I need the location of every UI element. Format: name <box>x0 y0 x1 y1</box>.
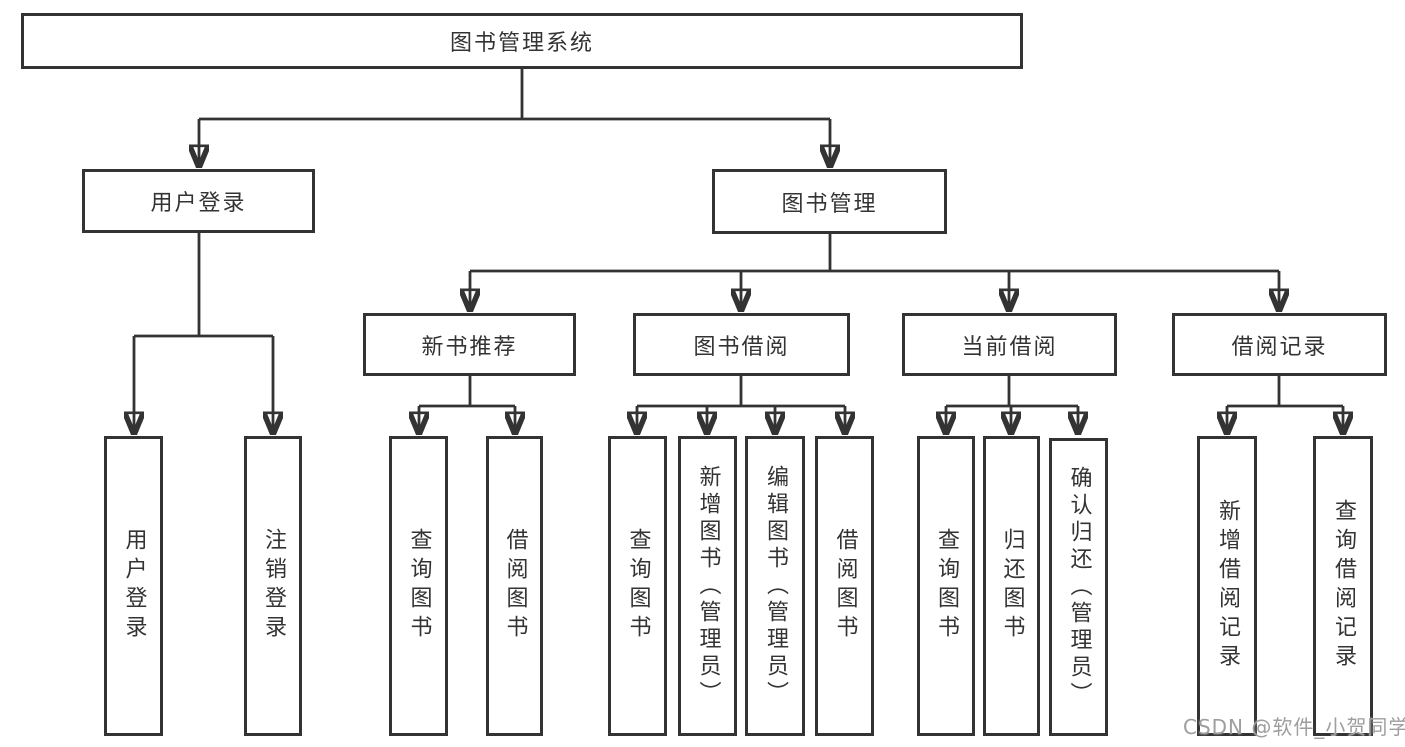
leaf-nbr-borrow-book: 借阅图书 <box>486 436 543 736</box>
node-book-management: 图书管理 <box>712 169 947 234</box>
leaf-label: 查询图书 <box>625 528 651 644</box>
leaf-label: 借阅图书 <box>832 528 858 644</box>
leaf-bb-borrow-book: 借阅图书 <box>815 436 874 736</box>
leaf-label: 借阅图书 <box>502 528 528 644</box>
csdn-watermark: CSDN @软件_小贺同学 <box>1183 715 1405 739</box>
leaf-cb-return-book: 归还图书 <box>983 436 1040 736</box>
leaf-label: 新增图书（管理员） <box>695 464 721 708</box>
leaf-bb-edit-book-admin: 编辑图书（管理员） <box>745 436 805 736</box>
leaf-label: 新增借阅记录 <box>1215 499 1240 673</box>
leaf-nbr-query-book: 查询图书 <box>389 436 448 736</box>
leaf-cb-confirm-return-admin: 确认归还（管理员） <box>1049 438 1108 736</box>
leaf-bb-add-book-admin: 新增图书（管理员） <box>678 436 737 736</box>
leaf-label: 编辑图书（管理员） <box>763 464 788 708</box>
leaf-bb-query-book: 查询图书 <box>608 436 667 736</box>
leaf-br-add-record: 新增借阅记录 <box>1197 436 1257 736</box>
leaf-label: 注销登录 <box>261 528 286 644</box>
leaf-label: 查询借阅记录 <box>1331 499 1356 673</box>
node-book-borrow: 图书借阅 <box>633 313 850 376</box>
leaf-user-login: 用户登录 <box>104 436 163 736</box>
leaf-label: 查询图书 <box>934 528 959 644</box>
leaf-label: 查询图书 <box>406 528 432 644</box>
node-user-login-group: 用户登录 <box>82 169 315 233</box>
node-root: 图书管理系统 <box>21 13 1023 69</box>
connector-skeleton <box>134 68 1343 408</box>
leaf-cb-query-book: 查询图书 <box>917 436 975 736</box>
leaf-br-query-record: 查询借阅记录 <box>1313 436 1373 736</box>
node-current-borrow: 当前借阅 <box>902 313 1117 376</box>
leaf-label: 确认归还（管理员） <box>1066 465 1092 709</box>
leaf-label: 用户登录 <box>121 528 147 644</box>
node-new-book-recommend: 新书推荐 <box>363 313 576 376</box>
node-borrow-record: 借阅记录 <box>1172 313 1387 376</box>
leaf-label: 归还图书 <box>999 528 1025 644</box>
leaf-logout-login: 注销登录 <box>244 436 302 736</box>
